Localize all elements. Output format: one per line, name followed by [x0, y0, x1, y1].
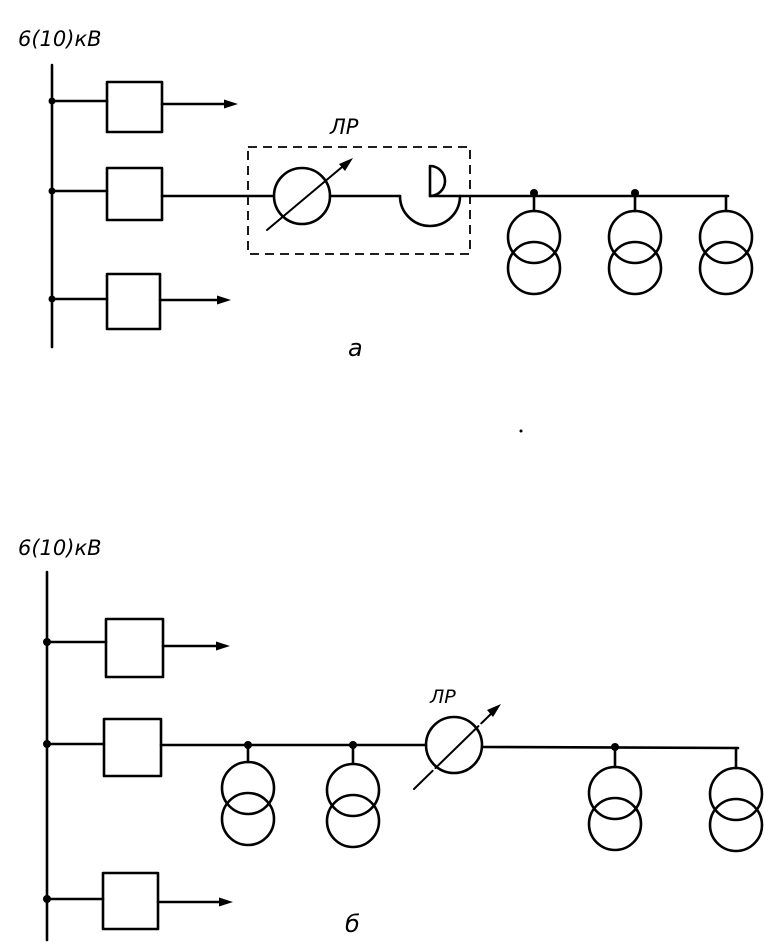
caption-a: а — [348, 334, 363, 362]
outgoing-arrow — [224, 99, 238, 109]
transformer-b-1 — [220, 741, 276, 847]
caption-b: б — [345, 910, 360, 938]
diagram-a: 6(10)кВ ЛР — [18, 27, 754, 362]
outgoing-arrow — [216, 641, 230, 651]
switch-cell — [101, 871, 160, 931]
feeder-a-2 — [48, 166, 275, 222]
adjustment-arrow — [266, 161, 349, 231]
feeder-b-3 — [43, 871, 233, 931]
outgoing-arrow — [217, 295, 231, 305]
switch-cell — [102, 717, 163, 778]
transformer-a-2 — [607, 189, 663, 296]
plug-connector-a — [398, 164, 462, 228]
reactor-circle — [424, 715, 484, 775]
adjustable-reactor-b — [413, 704, 501, 790]
socket-arc — [398, 194, 462, 228]
reactor-label-a: ЛР — [329, 115, 359, 139]
switch-cell — [105, 166, 164, 222]
transformer-a-1 — [506, 189, 562, 296]
reactor-label-b: ЛР — [429, 686, 456, 708]
scan-speck — [519, 429, 523, 433]
switch-cell — [105, 80, 164, 134]
transformer-b-3 — [587, 743, 643, 852]
outgoing-arrow — [219, 897, 233, 907]
plug-contact — [428, 164, 447, 198]
reactor-enclosure — [247, 146, 471, 255]
voltage-label-b: 6(10)кВ — [18, 536, 102, 560]
feeder-a-3 — [48, 272, 231, 331]
transformer-b-2 — [325, 741, 381, 849]
distribution-line-b-right — [480, 745, 740, 750]
transformer-b-4 — [708, 746, 764, 853]
switch-cell — [105, 272, 162, 331]
adjustable-reactor-a — [266, 158, 353, 231]
voltage-label-a: 6(10)кВ — [18, 27, 102, 51]
feeder-b-1 — [43, 617, 230, 679]
switch-cell — [104, 617, 165, 679]
adjustment-arrow — [413, 708, 497, 790]
diagram-b: 6(10)кВ — [18, 536, 764, 942]
reactor-circle — [272, 166, 332, 226]
feeder-a-1 — [48, 80, 238, 134]
feeder-b-2 — [43, 717, 163, 778]
transformer-a-3 — [698, 194, 754, 296]
